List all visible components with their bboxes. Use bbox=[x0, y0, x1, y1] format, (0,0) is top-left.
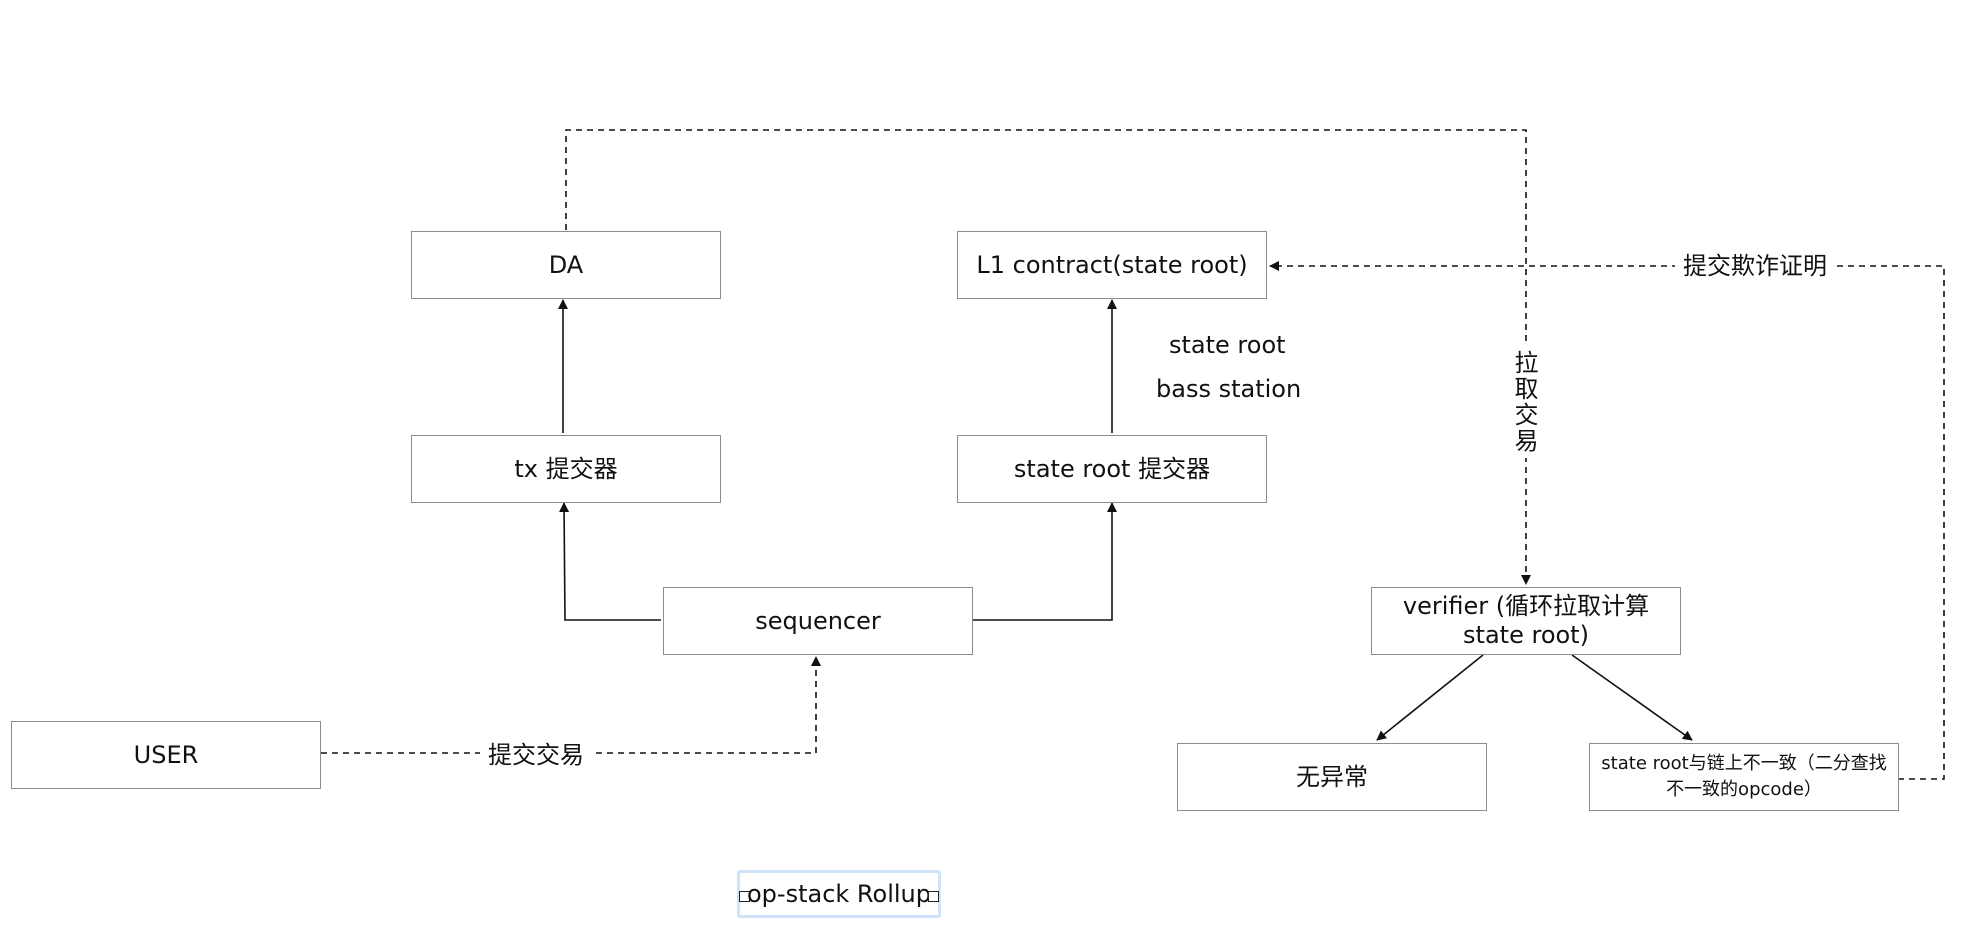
diagram-title-selected[interactable]: op-stack Rollup bbox=[737, 870, 941, 918]
bass-station-label: bass station bbox=[1156, 375, 1302, 403]
arrow-verifier-to-no-exception bbox=[1376, 654, 1484, 741]
user-node[interactable]: USER bbox=[11, 721, 321, 789]
no-exception-node[interactable]: 无异常 bbox=[1177, 743, 1487, 811]
arrow-fraud-proof bbox=[1269, 261, 1945, 780]
tx-submitter-node[interactable]: tx 提交器 bbox=[411, 435, 721, 503]
arrow-user-submit-tx bbox=[321, 656, 821, 754]
l1-contract-node[interactable]: L1 contract(state root) bbox=[957, 231, 1267, 299]
state-root-label: state root bbox=[1169, 331, 1286, 359]
fraud-proof-label: 提交欺诈证明 bbox=[1675, 254, 1835, 278]
submit-tx-label: 提交交易 bbox=[480, 743, 592, 767]
diagram-title: op-stack Rollup bbox=[747, 880, 931, 908]
verifier-node[interactable]: verifier (循环拉取计算 state root) bbox=[1371, 587, 1681, 655]
arrow-da-pull-tx bbox=[565, 129, 1531, 585]
resize-handle-right[interactable] bbox=[928, 891, 939, 902]
arrow-sequencer-to-tx-submitter bbox=[559, 502, 661, 621]
sequencer-node[interactable]: sequencer bbox=[663, 587, 973, 655]
resize-handle-left[interactable] bbox=[739, 891, 750, 902]
mismatch-node[interactable]: state root与链上不一致（二分查找不一致的opcode） bbox=[1589, 743, 1899, 811]
state-root-submitter-node[interactable]: state root 提交器 bbox=[957, 435, 1267, 503]
pull-tx-label: 拉取交易 bbox=[1510, 346, 1538, 458]
arrow-sequencer-to-state-root-submitter bbox=[972, 502, 1117, 621]
arrow-verifier-to-mismatch bbox=[1571, 654, 1693, 741]
da-node[interactable]: DA bbox=[411, 231, 721, 299]
